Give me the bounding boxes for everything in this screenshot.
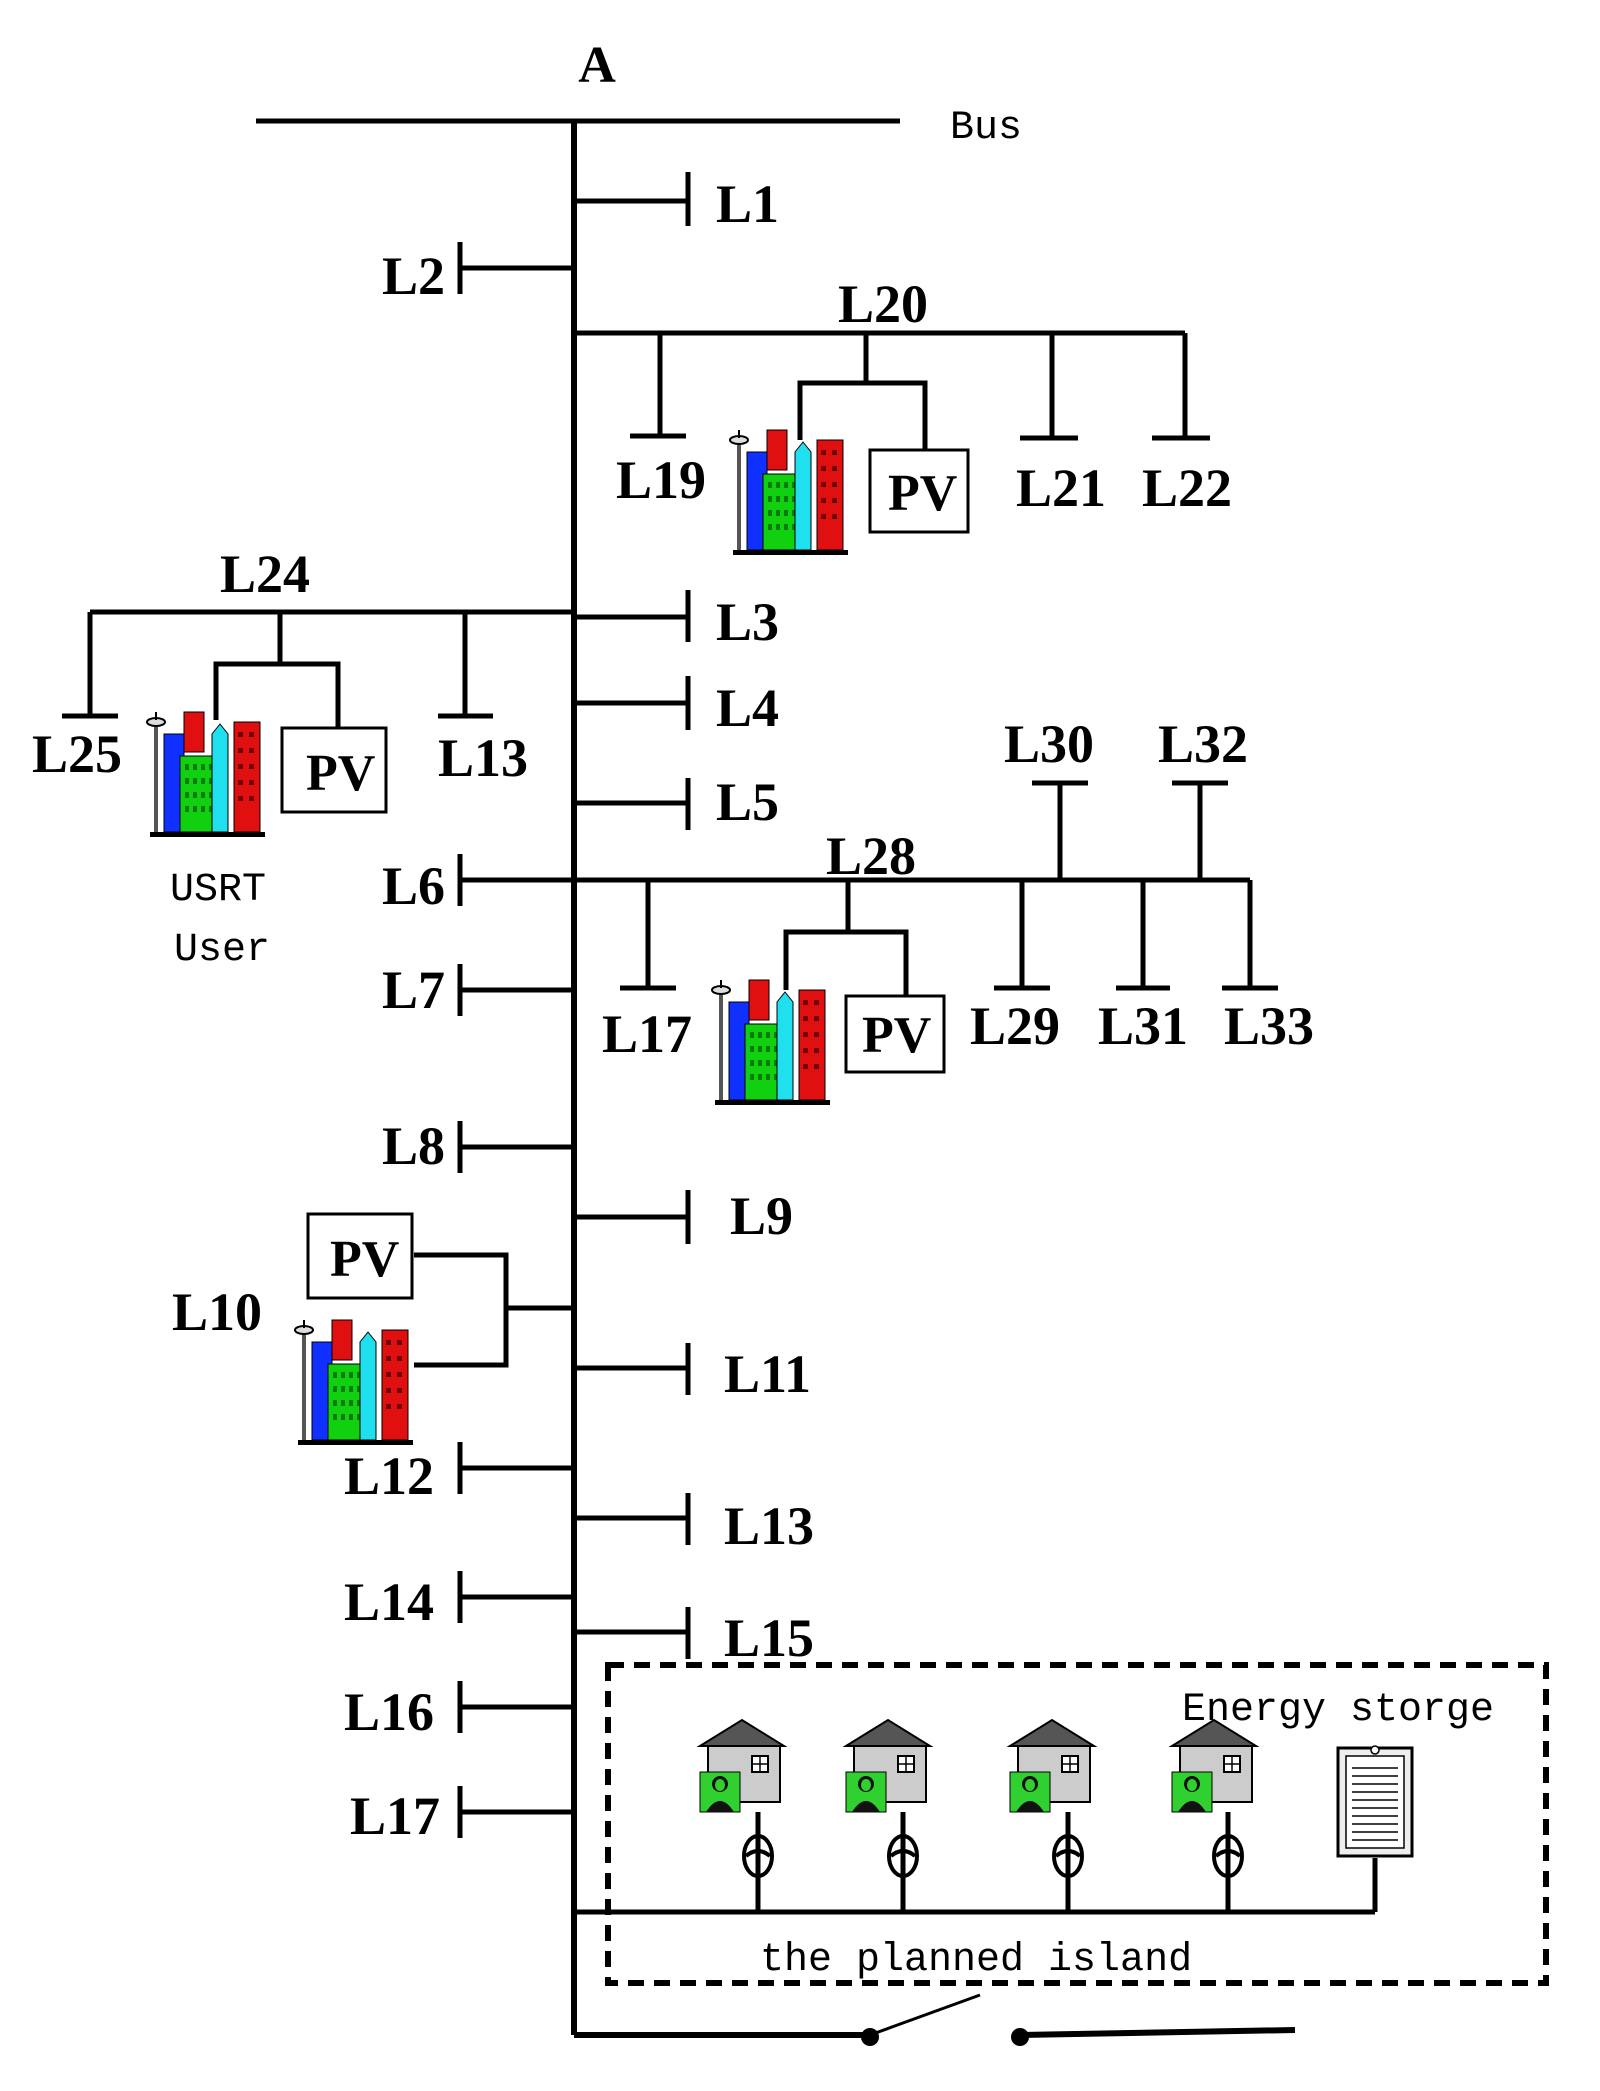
label-L4: L4 xyxy=(716,678,779,738)
main-feeder xyxy=(571,121,870,2038)
load-L8 xyxy=(457,1121,574,1173)
label-L28: L28 xyxy=(826,826,916,886)
pv-box-L20: PV xyxy=(868,448,970,534)
label-L11: L11 xyxy=(724,1344,811,1404)
label-L6: L6 xyxy=(382,856,445,916)
label-L19: L19 xyxy=(616,450,706,510)
pv-box-L10: PV xyxy=(306,1212,414,1300)
svg-text:PV: PV xyxy=(306,745,375,802)
building-icon xyxy=(710,978,832,1107)
label-L16: L16 xyxy=(344,1682,434,1742)
svg-text:PV: PV xyxy=(330,1231,399,1288)
label-L24: L24 xyxy=(220,544,310,604)
branch-L24 xyxy=(62,609,574,730)
load-L16 xyxy=(457,1681,574,1733)
building-icon xyxy=(728,428,850,557)
bus-label: Bus xyxy=(950,106,1022,151)
label-L25: L25 xyxy=(32,724,122,784)
label-L13: L13 xyxy=(724,1496,814,1556)
usrt-label-line2: User xyxy=(174,928,270,973)
label-L12: L12 xyxy=(344,1446,434,1506)
label-L9: L9 xyxy=(730,1186,793,1246)
branch-L10 xyxy=(414,1252,574,1368)
island-feeder xyxy=(574,1812,1378,1915)
house-icon xyxy=(845,1719,931,1813)
usrt-label-line1: USRT xyxy=(170,868,266,913)
island-label: the planned island xyxy=(760,1938,1192,1983)
label-L20: L20 xyxy=(838,274,928,334)
label-L17-branch: L17 xyxy=(602,1004,692,1064)
label-L5: L5 xyxy=(716,772,779,832)
label-L3: L3 xyxy=(716,592,779,652)
house-icon xyxy=(1171,1719,1257,1813)
load-L14 xyxy=(457,1571,574,1623)
load-L5 xyxy=(574,778,691,830)
load-L13 xyxy=(574,1493,691,1545)
label-L2: L2 xyxy=(382,246,445,306)
pv-box-L28: PV xyxy=(844,994,946,1074)
label-L7: L7 xyxy=(382,960,445,1020)
load-L17 xyxy=(457,1786,574,1838)
branch-L28 xyxy=(460,780,1278,1000)
label-L1: L1 xyxy=(716,174,779,234)
load-L7 xyxy=(457,964,574,1016)
building-icon xyxy=(145,710,267,839)
svg-text:PV: PV xyxy=(862,1007,931,1064)
label-L13-branch: L13 xyxy=(438,728,528,788)
label-L31: L31 xyxy=(1098,996,1188,1056)
energy-storage-icon xyxy=(1336,1745,1414,1858)
label-L14: L14 xyxy=(344,1572,434,1632)
load-L12 xyxy=(457,1442,574,1494)
label-L15: L15 xyxy=(724,1608,814,1668)
load-L3 xyxy=(574,590,691,642)
label-L22: L22 xyxy=(1142,458,1232,518)
house-icon xyxy=(699,1719,785,1813)
load-L11 xyxy=(574,1343,691,1395)
branch-L20 xyxy=(574,330,1210,453)
label-L10: L10 xyxy=(172,1282,262,1342)
load-L9 xyxy=(574,1190,691,1244)
label-L8: L8 xyxy=(382,1116,445,1176)
svg-text:PV: PV xyxy=(888,465,957,522)
label-L29: L29 xyxy=(970,996,1060,1056)
label-L33: L33 xyxy=(1224,996,1314,1056)
node-a-label: A xyxy=(578,37,616,94)
load-L15 xyxy=(574,1607,691,1659)
load-L1 xyxy=(574,172,691,226)
pv-box-L24: PV xyxy=(280,726,388,814)
building-icon xyxy=(293,1318,415,1447)
switch-icon xyxy=(861,1993,1296,2046)
label-L30: L30 xyxy=(1004,714,1094,774)
planned-island-boundary xyxy=(605,1662,1549,1986)
load-L2 xyxy=(457,242,574,294)
load-L4 xyxy=(574,676,691,730)
label-L21: L21 xyxy=(1016,458,1106,518)
energy-storage-label: Energy storge xyxy=(1182,1688,1494,1733)
label-L17: L17 xyxy=(350,1786,440,1846)
label-L32: L32 xyxy=(1158,714,1248,774)
house-icon xyxy=(1009,1719,1095,1813)
